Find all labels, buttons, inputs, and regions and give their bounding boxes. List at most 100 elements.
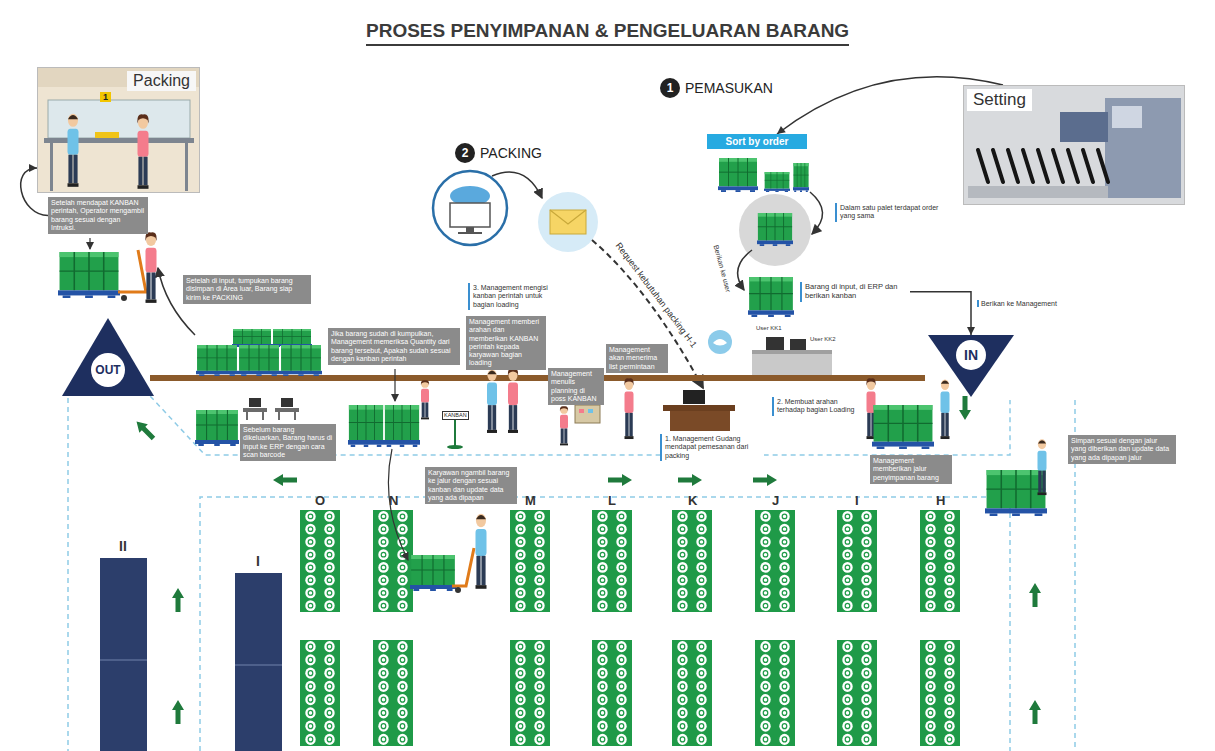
note-box: 1. Management Gudang mendapat pemesanan … [660, 434, 764, 461]
outgoing-pallets [232, 329, 272, 347]
callout-box: Setelah mendapat KANBAN perintah, Operat… [48, 197, 148, 234]
step-marker: 2PACKING [455, 143, 542, 163]
node-text: KANBAN [444, 412, 467, 419]
packing-photo [50, 143, 53, 191]
node-text: Barang di input, di ERP dan berikan kanb… [805, 283, 907, 301]
flow-arrows [172, 588, 184, 612]
storage-racks [300, 510, 340, 612]
callout-number: 2 [455, 143, 475, 163]
packing-photo [37, 67, 200, 193]
leader-line [388, 449, 408, 560]
exit-desk [195, 410, 239, 446]
storage-blocks [235, 573, 282, 751]
triangle-fill [62, 318, 154, 396]
floor-lines [200, 497, 1010, 751]
storage-racks [837, 640, 877, 746]
user-counter [790, 339, 806, 350]
staff [421, 380, 429, 419]
storage-blocks [100, 558, 147, 751]
exit-desk [275, 408, 299, 412]
callout-box: Jika barang sudah di kumpulkan, Manageme… [328, 328, 460, 365]
marker-label: IN [928, 347, 1014, 363]
note-box: 2. Membuat arahan terhadap bagian Loadin… [772, 397, 860, 416]
floor-lines [67, 398, 69, 751]
node-text: 2. Membuat arahan terhadap bagian Loadin… [777, 398, 857, 415]
kanban-sign: KANBAN [442, 411, 469, 420]
node-text: Jika barang sudah di kumpulkan, Manageme… [331, 330, 457, 363]
computer-icon [450, 203, 490, 227]
lane-worker [452, 548, 474, 586]
mail-icon [550, 210, 586, 234]
connector [21, 164, 48, 216]
mail-icon [550, 210, 586, 224]
flow-arrow [738, 250, 752, 290]
triangle-shape [928, 335, 1014, 397]
exit-desk [246, 412, 248, 420]
lane-letter: H [936, 493, 945, 508]
storage-racks [510, 510, 550, 612]
callout-box: Karyawan ngambil barang ke jalur dengan … [425, 467, 517, 504]
exit-marker: OUT [62, 318, 154, 396]
floor-lines [68, 383, 1075, 751]
callout-box: Sebelum barang dikeluarkan, Barang harus… [240, 424, 336, 461]
lane-letter: K [688, 493, 697, 508]
callout-box: Management memberikan jalur penyimpanan … [870, 455, 952, 484]
exit-desk [262, 412, 264, 420]
callout-number: 1 [100, 92, 111, 102]
sorted-pallets [718, 158, 758, 192]
lane-worker [455, 587, 461, 593]
flow-arrows [1029, 583, 1041, 607]
kanban-stand [447, 445, 463, 449]
callout-box: Simpan sesuai dengan jalur yang diberika… [1068, 435, 1176, 464]
request-line [592, 240, 703, 388]
arrow-label: Berikan ke user [713, 244, 732, 293]
callout-box: Management menulis planning di poss KANB… [548, 368, 604, 405]
setting-photo [1112, 106, 1142, 128]
panel-label: Setting [967, 89, 1032, 111]
outgoing-pallets [196, 345, 238, 376]
user-counter [752, 352, 832, 376]
lane-letter: N [389, 493, 398, 508]
node-text: Dalam satu palet terdapat order yang sam… [840, 204, 944, 221]
sorted-pallets [748, 277, 794, 317]
arrow-head [29, 164, 37, 172]
packing-photo [137, 114, 148, 188]
arrow-head [777, 126, 786, 134]
diagram-title: PROSES PENYIMPANAN & PENGELUARAN BARANG [366, 20, 849, 46]
process-box: Sort by order [707, 134, 807, 149]
flow-arrows [608, 474, 632, 486]
lane-letter: O [315, 493, 325, 508]
lane-letter: L [608, 493, 616, 508]
check-pallets [348, 405, 384, 447]
exit-desk [294, 412, 296, 420]
triangle-shape [62, 318, 154, 396]
edge-label: Berikan ke Management [977, 300, 1059, 307]
incoming-pallets [1038, 439, 1047, 495]
setting-photo [963, 85, 1185, 205]
arrow-head [967, 327, 975, 335]
setting-photo [978, 150, 1108, 182]
staff [624, 378, 633, 439]
flow-label: Request kebutuhan packing H-1 [612, 239, 700, 351]
node-text: Karyawan ngambil barang ke jalur dengan … [428, 469, 514, 502]
mail-icon [538, 192, 598, 252]
storage-racks [373, 640, 413, 746]
callout-number: 1 [660, 78, 680, 98]
storage-racks [300, 510, 960, 746]
node-text: Management memberikan jalur penyimpanan … [873, 457, 949, 482]
conveyor-beam [150, 375, 925, 381]
callout-box: Setelah di input, tumpukan barang disimp… [183, 275, 311, 304]
node-text: Setelah mendapat KANBAN perintah, Operat… [51, 199, 145, 232]
kanban-stand [454, 420, 456, 446]
connector-line [910, 292, 971, 335]
storage-racks [373, 510, 413, 612]
node-text: Management memberi arahan dan memberikan… [469, 318, 543, 368]
management-desk [663, 405, 735, 411]
storage-blocks [100, 659, 147, 661]
packing-photo [185, 143, 188, 191]
setting-photo [1105, 98, 1181, 198]
storage-blocks [100, 558, 282, 751]
packing-photo [44, 138, 194, 143]
storage-racks [755, 510, 795, 612]
